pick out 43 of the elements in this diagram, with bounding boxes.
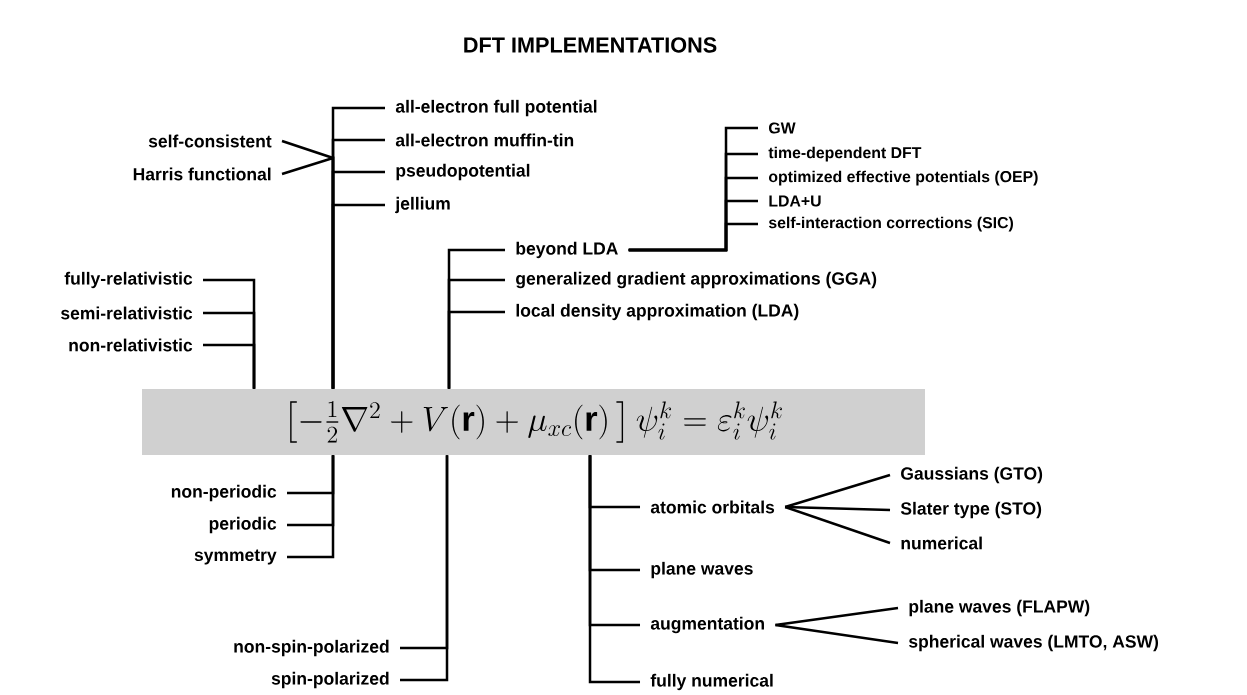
option-label: symmetry: [194, 549, 277, 565]
title: DFT IMPLEMENTATIONS: [464, 37, 717, 53]
option-label: plane waves: [651, 561, 753, 579]
connector-line: [287, 455, 335, 559]
option-label: GW: [769, 122, 796, 134]
option-label: augmentation: [650, 616, 764, 634]
option-label: non-relativistic: [69, 338, 193, 352]
connector-line: [588, 455, 640, 684]
option-label: periodic: [209, 516, 277, 534]
option-label: optimized effective potentials (OEP): [768, 170, 1038, 186]
option-label: numerical: [901, 536, 982, 550]
connector-line: [775, 606, 899, 627]
option-label: atomic orbitals: [650, 500, 775, 514]
option-label: pseudopotential: [396, 163, 530, 181]
connector-line: [784, 473, 891, 509]
option-label: self-interaction corrections (SIC): [768, 216, 1013, 232]
option-label: all-electron full potential: [395, 99, 597, 117]
option-label: Slater type (STO): [900, 501, 1042, 519]
option-label: jellium: [395, 196, 450, 214]
connector-line: [447, 310, 505, 389]
option-label: non-spin-polarized: [234, 639, 389, 657]
option-label: all-electron muffin-tin: [395, 133, 574, 147]
option-label: Harris functional: [133, 167, 271, 181]
connector-line: [628, 222, 758, 252]
connector-line: [784, 505, 891, 545]
option-label: LDA+U: [769, 195, 821, 207]
option-label: time-dependent DFT: [768, 146, 922, 162]
option-label: spherical waves (LMTO, ASW): [908, 634, 1158, 652]
option-label: non-periodic: [171, 484, 277, 502]
connector-line: [785, 505, 891, 512]
option-label: beyond LDA: [516, 241, 618, 259]
connector-line: [775, 623, 899, 645]
equation-banner: $\left[-\tfrac{1}{2}\nabla^{2}+V(\mathbf{r})+\mu_{xc}(\mathbf{r})\,\right]\psi_{i}^{k}=\varepsilon_{i}^{k}\psi_{i}^{k}$: [142, 389, 925, 455]
option-label: plane waves (FLAPW): [909, 599, 1090, 617]
option-label: generalized gradient approximations (GGA): [516, 271, 877, 289]
option-label: spin-polarized: [271, 671, 389, 689]
connector-line: [203, 343, 256, 389]
option-label: fully-relativistic: [64, 271, 193, 289]
option-label: semi-relativistic: [61, 306, 193, 320]
option-label: Gaussians (GTO): [901, 466, 1043, 484]
option-label: self-consistent: [148, 134, 272, 148]
option-label: local density approximation (LDA): [516, 303, 799, 321]
option-label: fully numerical: [650, 673, 773, 691]
